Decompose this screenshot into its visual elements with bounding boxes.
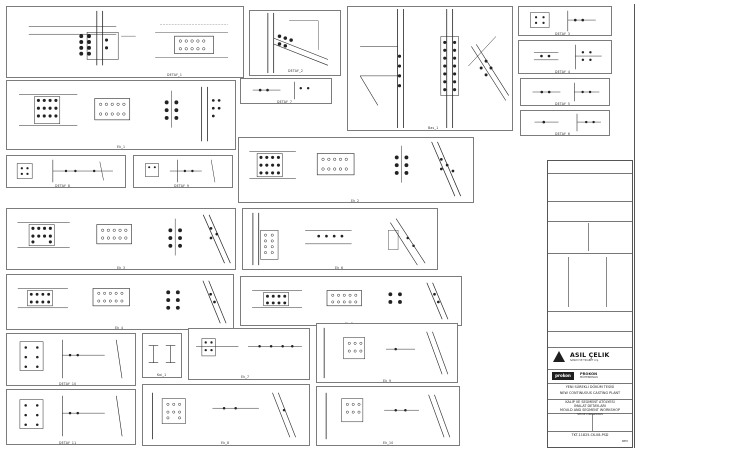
panel-detay-7: DETAY_7 <box>240 78 332 104</box>
detail-drawing-11 <box>19 395 123 437</box>
panel-caption: Ek_8 <box>221 441 230 445</box>
panel-detay-6: DETAY_6 <box>520 110 610 136</box>
drawing-title-en-1: MOULD AND SEGMENT WORKSHOP <box>560 408 620 412</box>
panel-caption: Ek_9 <box>383 379 392 383</box>
panel-caption: DETAY_8 <box>55 184 71 188</box>
panel-ek-9: Ek_9 <box>316 323 458 383</box>
panel-caption: Ek_3 <box>117 266 126 270</box>
company-subtitle: SANAYI VE TICARET A.Ş. <box>570 359 599 362</box>
sheet-border-line <box>634 4 635 448</box>
panel-caption: DETAY_2 <box>288 69 304 73</box>
detail-drawing-ek-9 <box>323 327 449 379</box>
title-block: ASIL ÇELIK SANAYI VE TICARET A.Ş. prokon… <box>547 160 633 448</box>
panel-caption: DETAY_4 <box>555 70 571 74</box>
detail-drawing-ek-4 <box>17 280 227 324</box>
panel-caption: Ek_1 <box>117 145 126 149</box>
contractor-name: PROKON <box>580 372 598 376</box>
panel-ek-6: Ek_6 <box>242 208 438 270</box>
company-name: ASIL ÇELIK <box>570 352 610 359</box>
panel-detay-5: DETAY_5 <box>520 78 610 106</box>
detail-drawing-ek-7 <box>196 338 302 357</box>
panel-detay-1: DETAY_1 <box>6 6 244 78</box>
panel-ek-7: Ek_7 <box>188 328 310 380</box>
detail-drawing-8 <box>16 159 113 183</box>
drawing-title-en-2: SHOP DRAWINGS <box>577 412 603 416</box>
detail-drawing-bas-1 <box>359 8 509 129</box>
detail-drawing-ek-6 <box>252 212 426 266</box>
panel-detay-11: DETAY_11 <box>6 389 136 445</box>
panel-detay-3: DETAY_3 <box>518 6 612 36</box>
panel-caption: DETAY_1 <box>167 73 183 77</box>
panel-caption: Bas_1 <box>428 126 439 130</box>
panel-caption: DETAY_3 <box>555 32 571 36</box>
detail-drawing-kol-1 <box>148 345 176 363</box>
panel-detay-8: DETAY_8 <box>6 155 126 188</box>
panel-ek-1: Ek_1 <box>6 80 236 150</box>
detail-drawing-ek-10 <box>325 392 451 440</box>
drawing-title-tr-1: KALIP VE SEGMENT ATÖLYESİ <box>565 400 615 404</box>
panel-detay-2: DETAY_2 <box>249 10 341 76</box>
company-logo: ASIL ÇELIK SANAYI VE TICARET A.Ş. <box>550 349 632 367</box>
panel-caption: DETAY_9 <box>174 184 190 188</box>
detail-drawing-5 <box>532 82 600 102</box>
detail-drawing-1 <box>28 10 229 66</box>
panel-kol-1: Kol_1 <box>142 333 182 378</box>
panel-caption: DETAY_11 <box>59 441 77 445</box>
panel-ek-4: Ek_4 <box>6 274 234 330</box>
panel-detay-9: DETAY_9 <box>133 155 233 188</box>
detail-drawing-7 <box>252 81 310 100</box>
panel-caption: Ek_6 <box>335 266 344 270</box>
revision-label: REV <box>622 439 629 443</box>
drawing-number: TKT-11825-CK-08-PSD <box>571 433 609 437</box>
detail-drawing-6 <box>534 113 601 132</box>
panel-caption: DETAY_5 <box>555 102 571 106</box>
panel-caption: DETAY_10 <box>59 382 77 386</box>
panel-caption: Kol_1 <box>157 373 167 377</box>
panel-caption: DETAY_6 <box>555 132 571 136</box>
panel-caption: Ek_7 <box>241 375 250 379</box>
contractor-subtitle: MÜHENDISLIK <box>580 376 598 379</box>
detail-drawing-ek-5 <box>252 282 449 320</box>
detail-drawing-9 <box>145 159 216 183</box>
panel-detay-10: DETAY_10 <box>6 333 136 386</box>
panel-caption: Ek_4 <box>115 326 124 330</box>
panel-bas-1: Bas_1 <box>347 6 513 131</box>
panel-ek-3: Ek_3 <box>6 208 236 270</box>
panel-ek-8: Ek_8 <box>142 384 310 446</box>
contractor-badge: prokon <box>552 372 574 380</box>
detail-drawing-ek-8 <box>152 392 296 440</box>
detail-drawing-ek-2 <box>249 141 462 197</box>
panel-ek-10: Ek_10 <box>316 386 460 446</box>
project-title-tr: YENİ SÜREKLİ DÖKÜM TESİSİ <box>565 385 615 389</box>
panel-caption: DETAY_7 <box>277 100 293 104</box>
contractor-logo: prokon PROKON MÜHENDISLIK <box>550 371 632 381</box>
company-logo-icon <box>553 351 565 362</box>
detail-drawing-10 <box>19 339 123 379</box>
panel-ek-5: Ek_5 <box>240 276 462 326</box>
detail-drawing-ek-1 <box>19 86 221 142</box>
detail-drawing-2 <box>267 12 329 74</box>
panel-caption: Ek_10 <box>383 441 394 445</box>
panel-ek-2: Ek_2 <box>238 137 474 203</box>
detail-drawing-3 <box>530 10 596 32</box>
panel-detay-4: DETAY_4 <box>518 40 612 74</box>
project-title-en: NEW CONTINUOUS CASTING PLANT <box>559 391 621 395</box>
detail-drawing-ek-3 <box>17 214 231 264</box>
drawing-title-tr-2: İMALAT DETAYLARI <box>574 404 606 408</box>
detail-drawing-4 <box>533 44 602 70</box>
panel-caption: Ek_2 <box>351 199 360 203</box>
